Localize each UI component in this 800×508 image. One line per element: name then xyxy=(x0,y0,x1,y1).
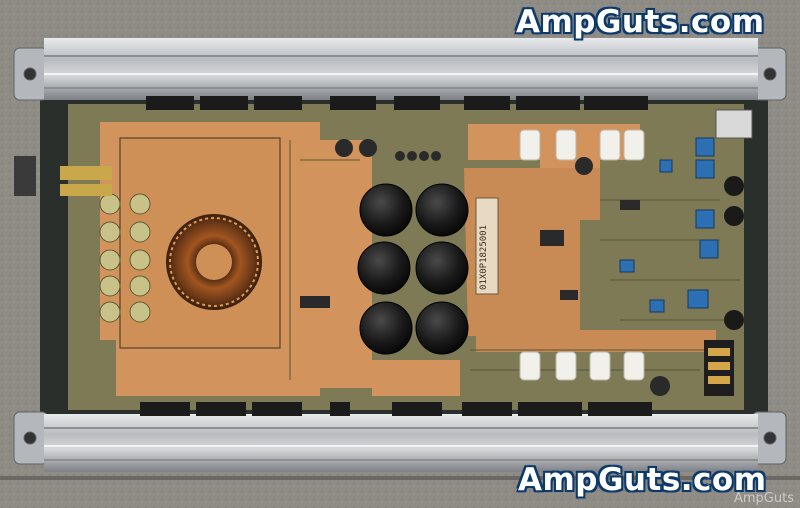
filter-capacitors-small xyxy=(99,193,151,323)
power-transistors-bottom xyxy=(140,402,652,416)
watermark-bottom: AmpGuts.com xyxy=(518,462,767,498)
white-resistors xyxy=(519,129,645,381)
toroid-transformer xyxy=(166,214,262,310)
power-transistors-top xyxy=(146,96,648,110)
heatsink-bottom xyxy=(44,414,758,472)
watermark-top: AmpGuts.com xyxy=(516,4,765,40)
blue-components xyxy=(619,137,719,313)
heatsink-top xyxy=(44,38,758,100)
pcb-part-label-text: 01X0P1825001 xyxy=(479,224,489,290)
power-terminals xyxy=(14,156,112,196)
watermark-corner: AmpGuts xyxy=(734,491,794,506)
paving-joint xyxy=(0,476,800,480)
small-components xyxy=(300,139,670,396)
bulk-capacitors xyxy=(357,183,469,355)
pcb-traces xyxy=(289,140,740,380)
pcb-part-label xyxy=(475,197,499,295)
rca-connectors xyxy=(704,109,753,396)
